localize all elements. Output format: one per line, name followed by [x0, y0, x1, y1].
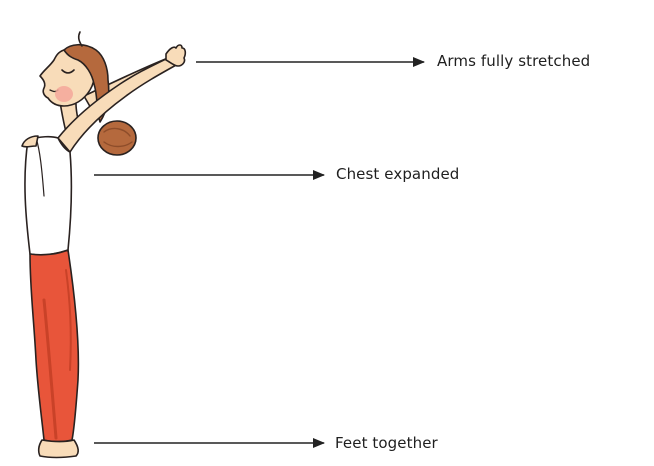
feet-label: Feet together: [335, 434, 438, 452]
hair-bun: [97, 120, 137, 156]
woman-figure: [21, 31, 187, 459]
chest-label: Chest expanded: [336, 165, 460, 183]
closed-eye: [61, 69, 75, 74]
arms-label: Arms fully stretched: [437, 52, 591, 70]
blush: [55, 86, 73, 102]
tank-top: [24, 135, 73, 256]
hand: [165, 44, 187, 67]
feet: [37, 439, 79, 459]
